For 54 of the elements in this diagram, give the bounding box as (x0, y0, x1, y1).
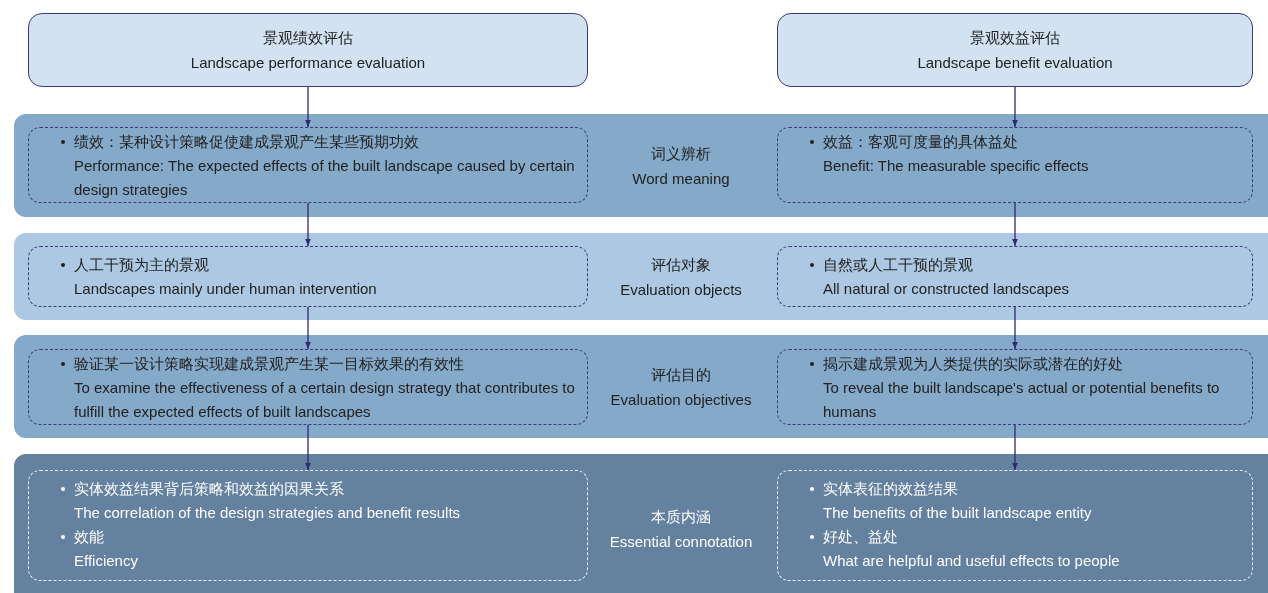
heading-text: Landscape performance evaluation (190, 54, 426, 71)
item-text: 效能 (74, 525, 575, 549)
item-text: 好处、益处 (823, 525, 1240, 549)
item-text: 绩效：某种设计策略促使建成景观产生某些预期功效 (74, 130, 575, 154)
arrow (305, 202, 311, 247)
item-text: 自然或人工干预的景观 (823, 253, 1240, 277)
item-text: 人工干预为主的景观 (74, 253, 575, 277)
row-label: Word meaning (632, 169, 730, 187)
dashed-text-box (28, 127, 588, 203)
dashed-text-box (28, 470, 588, 581)
row-label: 本质内涵 (651, 508, 711, 527)
row-band (14, 335, 1268, 438)
title-box (28, 13, 588, 87)
arrow (1012, 306, 1018, 350)
row-label: 评估对象 (651, 255, 711, 275)
row-label: Evaluation objects (620, 280, 742, 298)
heading-text: 景观效益评估 (970, 29, 1060, 48)
heading-text: Landscape benefit evaluation (917, 54, 1113, 71)
item-text: To reveal the built landscape's actual or potential benefits to humans (823, 378, 1221, 422)
row-label: Evaluation objectives (610, 390, 752, 408)
arrow (305, 424, 311, 471)
dashed-text-box (28, 349, 588, 425)
arrow (305, 86, 311, 128)
item-text: 效益：客观可度量的具体益处 (823, 130, 1240, 154)
item-text: The benefits of the built landscape entity (823, 503, 1093, 523)
dashed-text-box (777, 349, 1253, 425)
row-band (14, 454, 1268, 593)
title-box (777, 13, 1253, 87)
item-text: 验证某一设计策略实现建成景观产生某一目标效果的有效性 (74, 352, 575, 376)
dashed-text-box (777, 470, 1253, 581)
item-text: 实体效益结果背后策略和效益的因果关系 (74, 477, 575, 501)
row-label: Essential connotation (609, 533, 753, 550)
item-text: What are helpful and useful effects to people (823, 551, 1121, 571)
arrow (1012, 86, 1018, 128)
item-text: The correlation of the design strategies and benefit results (74, 503, 462, 523)
heading-text: 景观绩效评估 (263, 29, 353, 48)
item-text: All natural or constructed landscapes (823, 279, 1070, 299)
item-text: To examine the effectiveness of a certain design strategy that contributes to fulfill the expected effects of built landscapes (74, 378, 575, 422)
row-band (14, 233, 1268, 320)
row-band (14, 114, 1268, 217)
arrow (305, 306, 311, 350)
item-text: Efficiency (74, 551, 139, 571)
dashed-text-box (777, 246, 1253, 307)
item-text: Performance: The expected effects of the built landscape caused by certain design strategies (74, 156, 575, 200)
item-text: 实体表征的效益结果 (823, 477, 1240, 501)
arrow (1012, 424, 1018, 471)
arrow (1012, 202, 1018, 247)
item-text: Landscapes mainly under human intervention (74, 279, 378, 299)
item-text: 揭示建成景观为人类提供的实际或潜在的好处 (823, 352, 1240, 376)
item-text: Benefit: The measurable specific effects (823, 156, 1090, 176)
row-label: 评估目的 (651, 365, 711, 385)
row-label: 词义辨析 (651, 144, 711, 164)
dashed-text-box (777, 127, 1253, 203)
dashed-text-box (28, 246, 588, 307)
